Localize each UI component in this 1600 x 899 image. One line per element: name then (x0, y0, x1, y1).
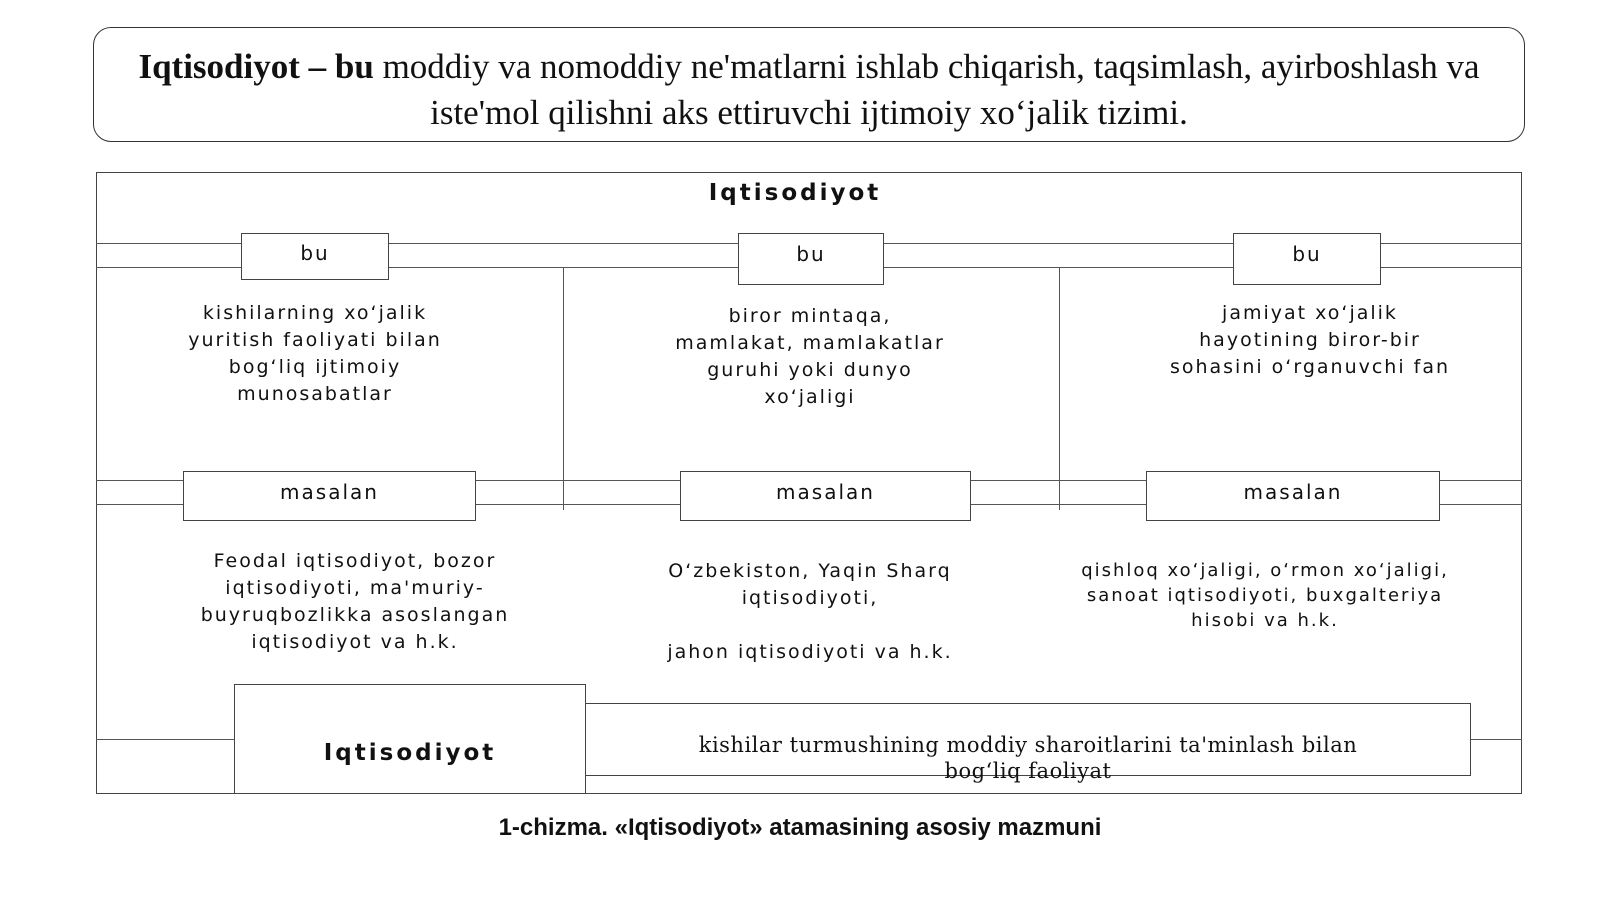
meaning-text-2: biror mintaqa, mamlakat, mamlakatlar gur… (675, 305, 945, 408)
diagram-frame (96, 172, 1522, 794)
bu-label-1: bu (300, 241, 330, 265)
bu-box-3: bu (1233, 233, 1381, 285)
bu-label-2: bu (796, 242, 826, 266)
meaning-text-3: jamiyat xo‘jalik hayotining biror-bir so… (1169, 302, 1451, 378)
example-box-1: masalan (183, 471, 476, 521)
examples-text-2: O‘zbekiston, Yaqin Sharq iqtisodiyoti, j… (667, 560, 953, 663)
example-label-2: masalan (776, 480, 875, 504)
bottom-text-box: kishilar turmushining moddiy sharoitlari… (585, 703, 1471, 783)
bottom-label: Iqtisodiyot (323, 740, 497, 766)
bu-box-2: bu (738, 233, 884, 285)
bottom-text: kishilar turmushining moddiy sharoitlari… (698, 733, 1358, 783)
diagram-title: Iqtisodiyot (708, 180, 882, 206)
example-label-1: masalan (280, 480, 379, 504)
column-divider-2 (1059, 267, 1060, 510)
bu-box-1: bu (241, 233, 389, 280)
example-box-3: masalan (1146, 471, 1440, 521)
bu-label-3: bu (1292, 242, 1322, 266)
meaning-text-1: kishilarning xo‘jalik yuritish faoliyati… (188, 302, 442, 405)
bottom-label-box: Iqtisodiyot (234, 684, 586, 794)
examples-text-3: qishloq xo‘jaligi, o‘rmon xo‘jaligi, san… (1081, 560, 1449, 631)
example-label-3: masalan (1243, 480, 1343, 504)
definition-text: moddiy va nomoddiy ne'matlarni ishlab ch… (373, 47, 1480, 132)
figure-caption: 1-chizma. «Iqtisodiyot» atamasining asos… (498, 814, 1102, 841)
examples-text-1: Feodal iqtisodiyot, bozor iqtisodiyoti, … (200, 550, 510, 653)
example-box-2: masalan (680, 471, 971, 521)
definition-box: Iqtisodiyot – bu moddiy va nomoddiy ne'm… (93, 27, 1525, 142)
definition-term: Iqtisodiyot – bu (138, 47, 374, 86)
column-divider-1 (563, 267, 564, 510)
